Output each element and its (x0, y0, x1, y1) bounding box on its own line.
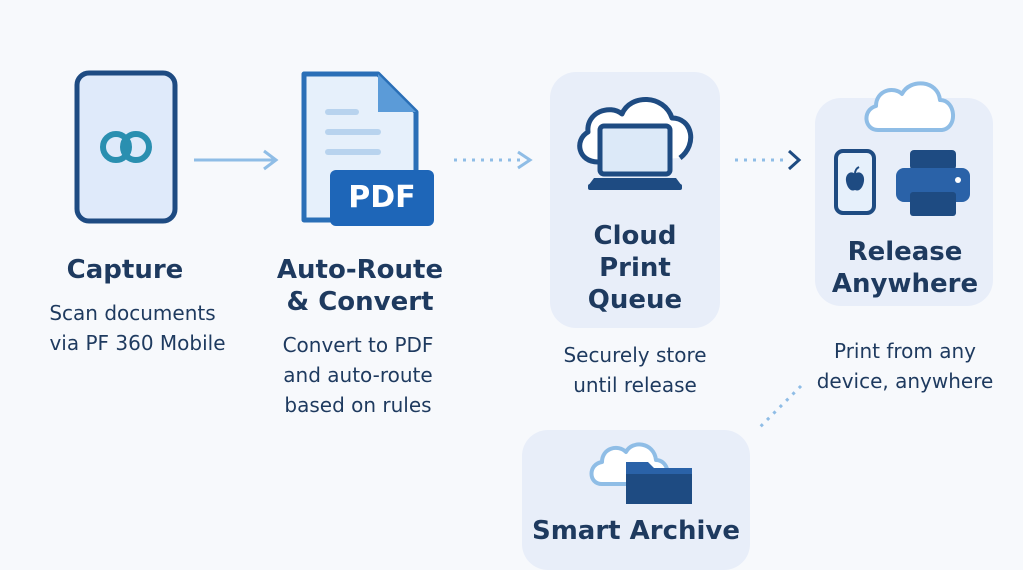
cloud-icon (864, 81, 955, 132)
step-title-smart-archive: Smart Archive (531, 516, 741, 546)
pdf-badge: PDF (348, 180, 416, 215)
cloud-laptop-icon (577, 97, 694, 190)
arrow-solid-icon (194, 149, 279, 171)
arrow-dotted-icon (735, 149, 802, 171)
step-desc-auto-route: Convert to PDF and auto-route based on r… (282, 333, 434, 417)
printer-icon (896, 150, 970, 216)
step-desc-capture: Scan documents via PF 360 Mobile (49, 301, 226, 355)
step-title-cloud-print-queue: Cloud Print Queue (587, 221, 683, 315)
phone-icon (74, 70, 178, 224)
cloud-folder-icon (589, 442, 692, 504)
step-title-auto-route: Auto-Route & Convert (276, 255, 444, 317)
step-desc-release-anywhere: Print from any device, anywhere (816, 339, 994, 393)
document-icon (301, 71, 434, 226)
step-title-release-anywhere: Release Anywhere (831, 237, 979, 299)
arrow-dotted-icon (454, 150, 533, 170)
step-desc-cloud-print-queue: Securely store until release (563, 343, 707, 397)
workflow-diagram: { "steps": [ { "title": ["Capture"], "de… (49, 70, 994, 570)
dotted-connector (757, 384, 803, 430)
step-title-capture: Capture (66, 255, 184, 285)
apple-phone-icon (834, 149, 876, 215)
